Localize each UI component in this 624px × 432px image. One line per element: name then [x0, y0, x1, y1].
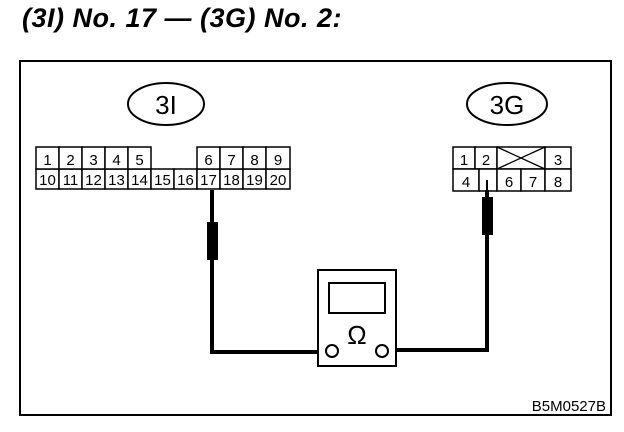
pin-3i-19: 19: [242, 168, 267, 190]
svg-text:8: 8: [554, 174, 562, 191]
pin-3i-7: 7: [219, 146, 244, 170]
svg-text:9: 9: [274, 152, 282, 169]
pin-3i-17: 17: [196, 168, 221, 190]
svg-text:12: 12: [85, 172, 102, 189]
svg-text:15: 15: [154, 172, 171, 189]
connector-3g-oval: [466, 82, 548, 126]
pin-3i-20: 20: [265, 168, 291, 190]
svg-text:13: 13: [108, 172, 125, 189]
svg-text:20: 20: [270, 172, 287, 189]
svg-text:16: 16: [177, 172, 194, 189]
pin-3g-7: 7: [520, 168, 546, 192]
pin-3i-18: 18: [219, 168, 244, 190]
svg-text:4: 4: [112, 152, 120, 169]
svg-text:1: 1: [43, 152, 51, 169]
svg-text:18: 18: [223, 172, 240, 189]
pin-3i-4: 4: [104, 146, 129, 170]
pin-3i-6: 6: [196, 146, 221, 170]
svg-text:2: 2: [66, 152, 74, 169]
pin-3i-16: 16: [173, 168, 198, 190]
svg-text:3: 3: [89, 152, 97, 169]
ohm-symbol: Ω: [347, 320, 366, 350]
svg-text:7: 7: [227, 152, 235, 169]
pin-3i-3: 3: [81, 146, 106, 170]
pin-3i-8: 8: [242, 146, 267, 170]
pin-3g-3: 3: [544, 146, 572, 170]
svg-text:10: 10: [39, 172, 56, 189]
ohmmeter-terminal-right: [375, 344, 389, 358]
svg-text:5: 5: [135, 152, 143, 169]
connector-3g-label: 3G: [490, 90, 525, 120]
ohmmeter-terminal-left: [325, 344, 339, 358]
pin-3g-2: 2: [474, 146, 498, 170]
svg-text:19: 19: [246, 172, 263, 189]
pin-3g-4: 4: [452, 168, 480, 192]
svg-text:6: 6: [204, 152, 212, 169]
pin-3g-blank-cavity: [496, 146, 546, 170]
pin-3i-15: 15: [150, 168, 175, 190]
svg-text:14: 14: [131, 172, 148, 189]
diagram-frame: [19, 60, 612, 416]
svg-text:11: 11: [63, 172, 79, 189]
ohmmeter-display: [328, 282, 386, 314]
pin-3i-11: 11: [58, 168, 83, 190]
pin-3i-9: 9: [265, 146, 291, 170]
probe-3i: [207, 222, 218, 260]
probe-wire-3i: [210, 190, 330, 354]
pin-3i-14: 14: [127, 168, 152, 190]
svg-text:1: 1: [460, 152, 468, 169]
pin-3g-8: 8: [544, 168, 572, 192]
svg-text:4: 4: [462, 174, 470, 191]
connector-3i-label: 3I: [155, 90, 177, 120]
svg-text:2: 2: [482, 152, 490, 169]
ohmmeter: Ω: [317, 269, 397, 367]
page-title: (3I) No. 17 — (3G) No. 2:: [22, 3, 343, 33]
svg-text:6: 6: [505, 174, 513, 191]
pin-3i-5: 5: [127, 146, 152, 170]
connector-3i-oval: [127, 82, 205, 126]
pin-3i-12: 12: [81, 168, 106, 190]
pin-3g-6: 6: [496, 168, 522, 192]
pin-3i-1: 1: [35, 146, 60, 170]
pin-3i-2: 2: [58, 146, 83, 170]
svg-text:8: 8: [250, 152, 258, 169]
pin-3i-13: 13: [104, 168, 129, 190]
pin-3i-10: 10: [35, 168, 60, 190]
svg-text:17: 17: [200, 172, 217, 189]
probe-wire-3g: [382, 190, 489, 352]
svg-text:3: 3: [554, 152, 562, 169]
figure-code: B5M0527B: [531, 398, 606, 415]
probe-3g: [482, 197, 493, 235]
pin-3g-1: 1: [452, 146, 476, 170]
svg-text:7: 7: [529, 174, 537, 191]
